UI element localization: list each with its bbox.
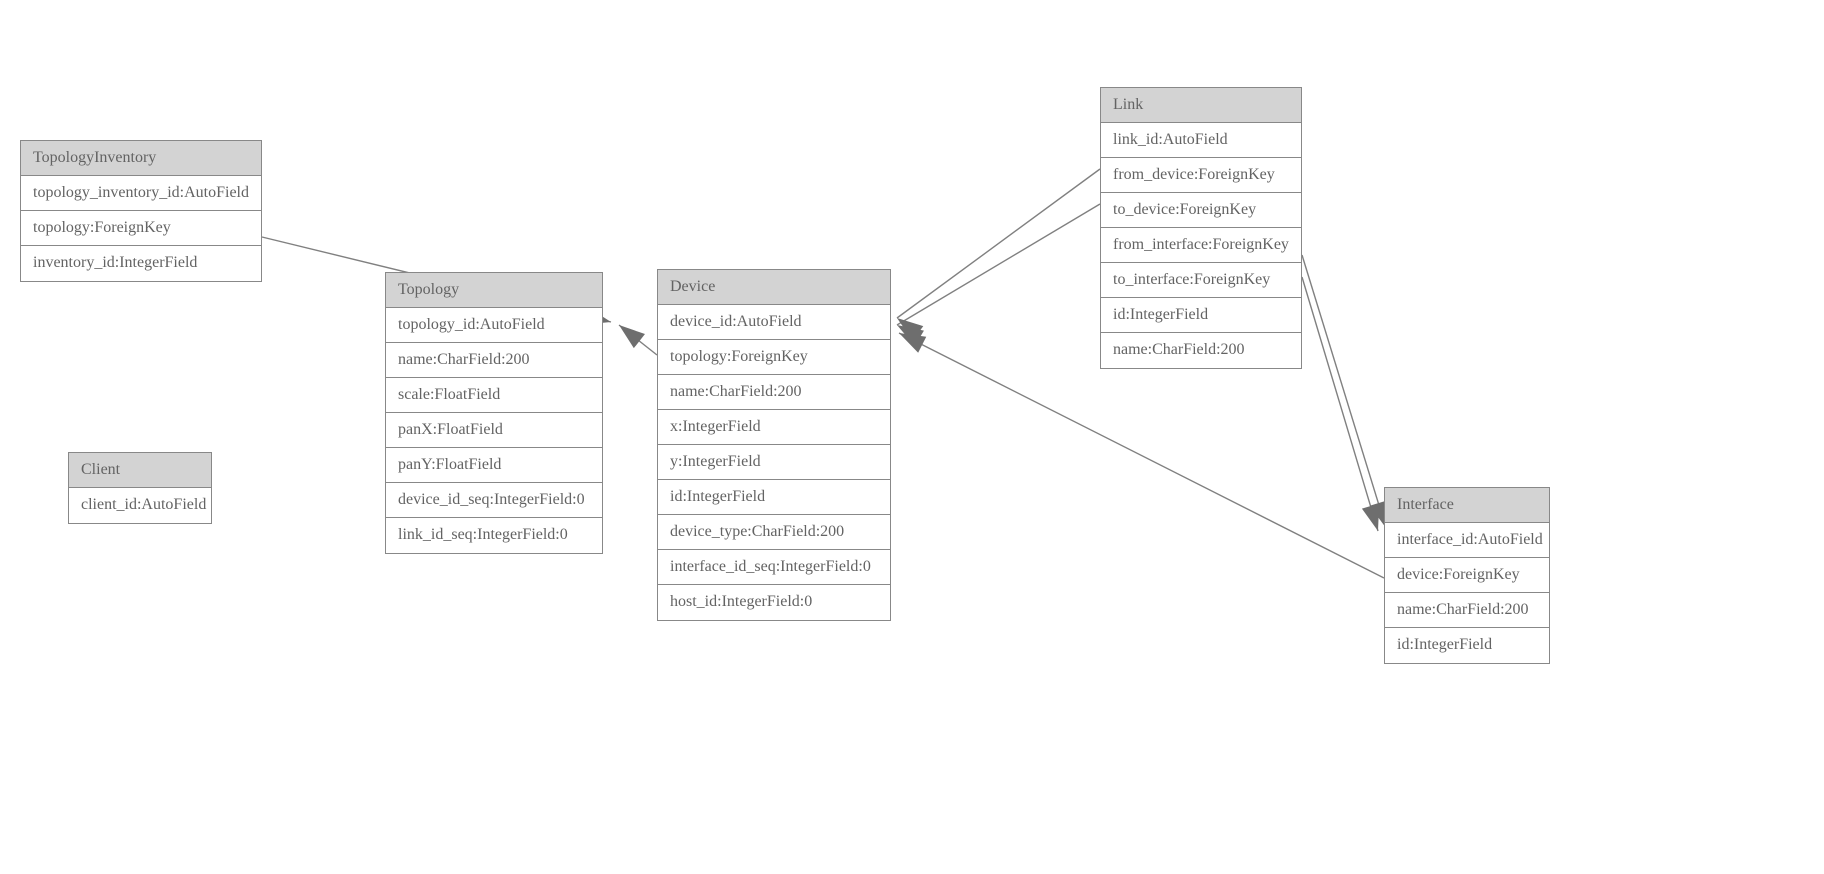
relationship-arrowhead xyxy=(897,325,924,347)
entity-field-row: y:IntegerField xyxy=(658,445,890,480)
entity-field-row: client_id:AutoField xyxy=(69,488,211,523)
entity-field-row: inventory_id:IntegerField xyxy=(21,246,261,281)
relationship-edge xyxy=(896,203,1101,326)
relationship-edge xyxy=(1301,276,1379,532)
entity-field-row: topology:ForeignKey xyxy=(658,340,890,375)
entity-field-row: device_id:AutoField xyxy=(658,305,890,340)
entity-field-row: id:IntegerField xyxy=(658,480,890,515)
entity-field-row: topology_id:AutoField xyxy=(386,308,602,343)
entity-field-row: from_device:ForeignKey xyxy=(1101,158,1301,193)
relationship-edge xyxy=(618,324,658,356)
entity-field-row: device:ForeignKey xyxy=(1385,558,1549,593)
entity-title-interface: Interface xyxy=(1385,488,1549,523)
relationship-edge xyxy=(898,332,1385,579)
entity-field-row: panX:FloatField xyxy=(386,413,602,448)
entity-field-row: scale:FloatField xyxy=(386,378,602,413)
relationship-arrowhead xyxy=(619,325,645,349)
entity-title-link: Link xyxy=(1101,88,1301,123)
entity-field-row: device_id_seq:IntegerField:0 xyxy=(386,483,602,518)
entity-field-row: panY:FloatField xyxy=(386,448,602,483)
entity-field-row: device_type:CharField:200 xyxy=(658,515,890,550)
relationship-arrowhead xyxy=(1361,503,1380,531)
entity-field-row: name:CharField:200 xyxy=(386,343,602,378)
entity-title-topology: Topology xyxy=(386,273,602,308)
entity-field-row: interface_id:AutoField xyxy=(1385,523,1549,558)
entity-field-row: link_id_seq:IntegerField:0 xyxy=(386,518,602,553)
relationship-edge xyxy=(896,168,1101,319)
entity-title-topology_inventory: TopologyInventory xyxy=(21,141,261,176)
entity-field-row: x:IntegerField xyxy=(658,410,890,445)
entity-field-row: id:IntegerField xyxy=(1101,298,1301,333)
entity-field-row: topology:ForeignKey xyxy=(21,211,261,246)
entity-field-row: interface_id_seq:IntegerField:0 xyxy=(658,550,890,585)
entity-title-client: Client xyxy=(69,453,211,488)
entity-field-row: name:CharField:200 xyxy=(1101,333,1301,368)
entity-field-row: from_interface:ForeignKey xyxy=(1101,228,1301,263)
entity-field-row: to_device:ForeignKey xyxy=(1101,193,1301,228)
entity-field-row: topology_inventory_id:AutoField xyxy=(21,176,261,211)
relationship-arrowhead xyxy=(899,333,927,353)
entity-field-row: host_id:IntegerField:0 xyxy=(658,585,890,620)
relationship-arrowhead xyxy=(897,318,924,341)
entity-field-row: to_interface:ForeignKey xyxy=(1101,263,1301,298)
relationship-edge xyxy=(1301,254,1387,529)
entity-field-row: link_id:AutoField xyxy=(1101,123,1301,158)
entity-title-device: Device xyxy=(658,270,890,305)
entity-field-row: name:CharField:200 xyxy=(1385,593,1549,628)
entity-field-row: id:IntegerField xyxy=(1385,628,1549,663)
entity-field-row: name:CharField:200 xyxy=(658,375,890,410)
